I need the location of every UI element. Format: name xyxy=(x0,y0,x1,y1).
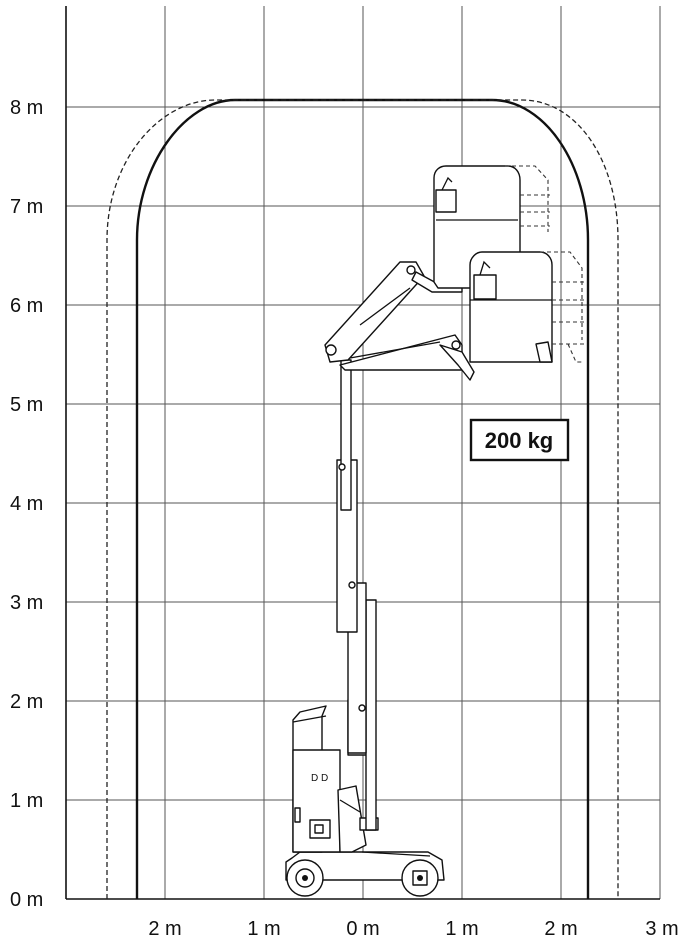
svg-text:D D: D D xyxy=(311,773,328,784)
working-envelope xyxy=(106,98,619,899)
y-tick-label: 2 m xyxy=(10,691,43,713)
plot-frame xyxy=(65,6,660,900)
y-tick-label: 6 m xyxy=(10,295,43,317)
y-tick-label: 4 m xyxy=(10,493,43,515)
y-tick-label: 1 m xyxy=(10,790,43,812)
x-axis-labels: 2 m 1 m 0 m 1 m 2 m 3 m xyxy=(148,918,678,940)
y-tick-label: 0 m xyxy=(10,889,43,911)
load-capacity-badge: 200 kg xyxy=(469,418,570,462)
x-tick-label: 3 m xyxy=(645,918,678,940)
envelope-dashed-outline xyxy=(106,99,619,899)
x-tick-label: 1 m xyxy=(247,918,280,940)
aerial-work-platform: D D xyxy=(285,165,586,897)
x-tick-label: 2 m xyxy=(148,918,181,940)
x-tick-label: 1 m xyxy=(445,918,478,940)
lower-basket xyxy=(469,251,586,363)
grid xyxy=(66,6,661,899)
front-wheel xyxy=(286,859,324,897)
y-tick-label: 3 m xyxy=(10,592,43,614)
y-tick-label: 5 m xyxy=(10,394,43,416)
jib-arm xyxy=(324,261,475,381)
x-tick-label: 0 m xyxy=(346,918,379,940)
load-capacity-label: 200 kg xyxy=(485,428,554,453)
mast xyxy=(336,359,377,831)
rear-wheel xyxy=(401,859,439,897)
y-axis-labels: 0 m 1 m 2 m 3 m 4 m 5 m 6 m 7 m 8 m xyxy=(10,97,43,911)
y-tick-label: 7 m xyxy=(10,196,43,218)
y-tick-label: 8 m xyxy=(10,97,43,119)
x-tick-label: 2 m xyxy=(544,918,577,940)
